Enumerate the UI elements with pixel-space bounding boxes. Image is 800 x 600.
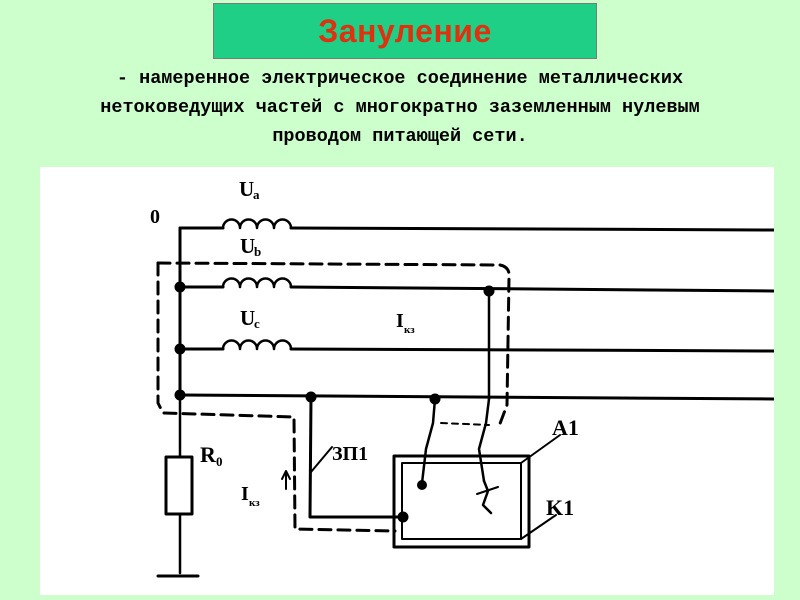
title-box: Зануление — [213, 3, 597, 59]
phase-a-line — [289, 226, 774, 232]
node-phase-c — [174, 343, 186, 355]
label-a1: A1 — [552, 415, 579, 440]
label-uc: U — [240, 306, 255, 330]
node-phase-b — [174, 281, 186, 293]
slide-title: Зануление — [318, 12, 492, 49]
definition-line-3: проводом питающей сети. — [272, 126, 528, 147]
label-ub: U — [240, 234, 255, 258]
definition-text: - намеренное электрическое соединение ме… — [20, 64, 780, 151]
node-zp1-enclosure — [397, 511, 409, 523]
fault-path-k1 — [481, 479, 493, 515]
label-ikz-top-sub: кз — [404, 324, 415, 336]
short-circuit-loop-left-dashed — [156, 261, 164, 413]
label-uc-sub: c — [254, 316, 260, 331]
short-circuit-loop-bottom-dashed — [162, 411, 397, 533]
protective-conductor-zp1 — [308, 395, 405, 519]
short-circuit-loop-dashed — [156, 261, 511, 431]
phase-b-coil — [221, 277, 293, 289]
k1-leader-line — [520, 514, 557, 540]
ikz-arrow — [281, 470, 291, 490]
switch-contact-left — [420, 397, 437, 485]
node-neutral — [174, 389, 186, 401]
phase-a-coil — [221, 218, 293, 230]
label-r0-sub: 0 — [216, 454, 223, 469]
label-ua: U — [239, 177, 254, 201]
neutral-line — [178, 393, 774, 401]
node-contact-left — [417, 480, 427, 490]
node-phase-b-right — [483, 285, 495, 297]
switch-bridge-dashed — [440, 422, 490, 426]
circuit-diagram: 0 U a U b U c I кз R 0 ЗП1 I кз A1 K1 — [150, 177, 774, 578]
circuit-diagram-panel: 0 U a U b U c I кз R 0 ЗП1 I кз A1 K1 — [40, 167, 774, 595]
label-r0: R — [200, 442, 217, 467]
enclosure-a1-outer — [392, 454, 531, 549]
zp1-leader-line — [310, 446, 333, 473]
switch-contact-right — [477, 397, 491, 483]
a1-leader-line — [520, 434, 561, 464]
label-zp1: ЗП1 — [332, 443, 368, 465]
label-zero: 0 — [150, 206, 160, 228]
label-k1: K1 — [546, 495, 574, 520]
definition-line-2: нетоковедущих частей с многократно зазем… — [100, 97, 700, 118]
label-ikz-top: I — [396, 310, 404, 332]
phase-b-line — [289, 285, 774, 293]
r0-resistor — [164, 455, 194, 516]
phase-c-coil — [221, 339, 293, 351]
label-ikz-left: I — [241, 483, 249, 505]
fault-arrow — [476, 486, 499, 495]
enclosure-a1-inner — [401, 462, 522, 540]
node-zp1-top — [305, 391, 317, 403]
label-ikz-left-sub: кз — [249, 497, 260, 509]
phase-c-line — [289, 347, 774, 353]
label-ua-sub: a — [253, 187, 260, 202]
label-ub-sub: b — [254, 244, 261, 259]
definition-line-1: - намеренное электрическое соединение ме… — [116, 68, 684, 89]
node-switch-top — [429, 393, 441, 405]
